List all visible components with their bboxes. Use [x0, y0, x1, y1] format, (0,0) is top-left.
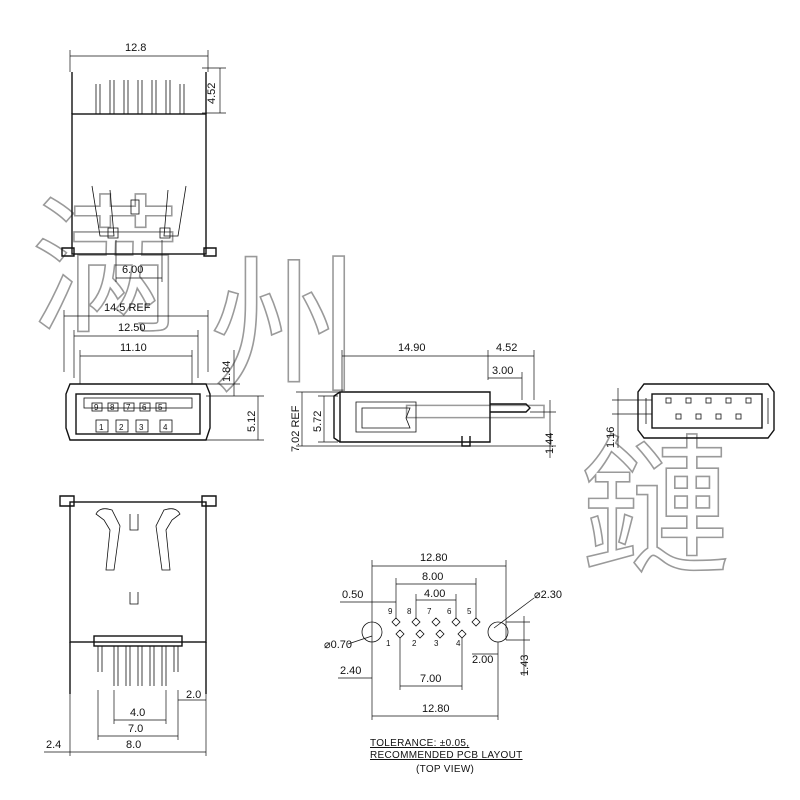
- bottom-view: 2.0 4.0 7.0 8.0 2.4: [44, 495, 217, 756]
- pcb-layout: 12.80 8.00 4.00 0.50 ⌀2.30 ⌀0.70 9 8 7 6…: [324, 552, 562, 775]
- front-pin-1: 1: [99, 423, 104, 432]
- side-pin-drop-dim: 1.44: [544, 433, 556, 454]
- front-pin-9: 9: [94, 403, 99, 412]
- side-tail-dim: 4.52: [496, 342, 517, 354]
- watermark-char-2: 州: [210, 242, 360, 416]
- pcb-row-offset-dim: 2.40: [340, 665, 361, 677]
- watermark-char-4: 鏈: [580, 422, 730, 596]
- pcb-pin-3: 3: [434, 639, 439, 648]
- watermark: 满 州 一 鏈: [29, 181, 731, 597]
- top-view: 12.8 4.52 6.00: [61, 42, 226, 282]
- top-pins: [95, 80, 185, 114]
- bottom-offset-dim: 2.4: [46, 739, 61, 751]
- pcb-pin-2: 2: [412, 639, 417, 648]
- pcb-pin-8: 8: [407, 607, 412, 616]
- pcb-pin-1: 1: [386, 639, 391, 648]
- side-tail-inner-dim: 3.00: [492, 365, 513, 377]
- pcb-pin-5: 5: [467, 607, 472, 616]
- side-view: 14.90 4.52 3.00 7.02 REF 5.72 1.44: [290, 342, 556, 458]
- pcb-span-mid-dim: 4.00: [424, 588, 445, 600]
- rear-height-dim: 1.16: [605, 427, 617, 448]
- pcb-width-top-dim: 12.80: [420, 552, 448, 564]
- front-pin-7: 7: [126, 403, 131, 412]
- pcb-pin-4: 4: [456, 639, 461, 648]
- pcb-width-bottom-dim: 12.80: [422, 703, 450, 715]
- bottom-span-2-dim: 7.0: [128, 723, 143, 735]
- pcb-pads: [391, 617, 481, 639]
- pcb-span-bottom-dim: 7.00: [420, 673, 441, 685]
- front-width-1-dim: 12.50: [118, 322, 146, 334]
- front-bottom-pins: 1 2 3 4: [95, 419, 173, 433]
- front-pin-8: 8: [110, 403, 115, 412]
- front-pin-3: 3: [139, 423, 144, 432]
- front-height-1-dim: 1.84: [221, 361, 233, 382]
- pcb-span-top-dim: 8.00: [422, 571, 443, 583]
- pcb-pin-9: 9: [388, 607, 393, 616]
- top-spring-gap-dim: 6.00: [122, 264, 143, 276]
- pcb-layout-note: RECOMMENDED PCB LAYOUT: [370, 750, 523, 761]
- bottom-span-1-dim: 4.0: [130, 707, 145, 719]
- side-length-dim: 14.90: [398, 342, 426, 354]
- front-height-2-dim: 5.12: [246, 411, 258, 432]
- front-pin-2: 2: [119, 423, 124, 432]
- pcb-pin-7: 7: [427, 607, 432, 616]
- side-ref-height-dim: 7.02 REF: [290, 405, 302, 452]
- rear-view: 1.16: [605, 383, 775, 448]
- rear-pins: [665, 397, 752, 420]
- front-ref-width-dim: 14.5 REF: [104, 302, 151, 314]
- front-width-2-dim: 11.10: [120, 342, 147, 354]
- front-pin-5: 5: [158, 403, 163, 412]
- front-top-pins: 9 8 7 6 5: [91, 402, 167, 412]
- pcb-pitch-dim: 2.00: [472, 654, 493, 666]
- top-height-dim: 4.52: [206, 83, 218, 104]
- side-height-dim: 5.72: [312, 411, 324, 432]
- front-view: 14.5 REF 12.50 11.10 9 8 7 6 5: [63, 302, 264, 441]
- top-width-dim: 12.8: [125, 42, 146, 54]
- bottom-pitch-dim: 2.0: [186, 689, 201, 701]
- bottom-pins: [97, 646, 179, 686]
- front-pin-6: 6: [142, 403, 147, 412]
- bottom-span-3-dim: 8.0: [126, 739, 141, 751]
- pcb-small-hole-dim: ⌀0.70: [324, 639, 352, 651]
- pcb-row-gap-dim: 1.43: [519, 655, 531, 676]
- top-view-note: (TOP VIEW): [416, 764, 474, 775]
- pcb-mount-hole-dim: ⌀2.30: [534, 589, 562, 601]
- watermark-char-1: 满: [30, 182, 180, 356]
- tolerance-note: TOLERANCE: ±0.05,: [370, 738, 469, 749]
- pcb-pin-6: 6: [447, 607, 452, 616]
- pcb-pin-hole-dim: 0.50: [342, 589, 363, 601]
- front-pin-4: 4: [163, 423, 168, 432]
- watermark-char-3: 一: [400, 332, 550, 506]
